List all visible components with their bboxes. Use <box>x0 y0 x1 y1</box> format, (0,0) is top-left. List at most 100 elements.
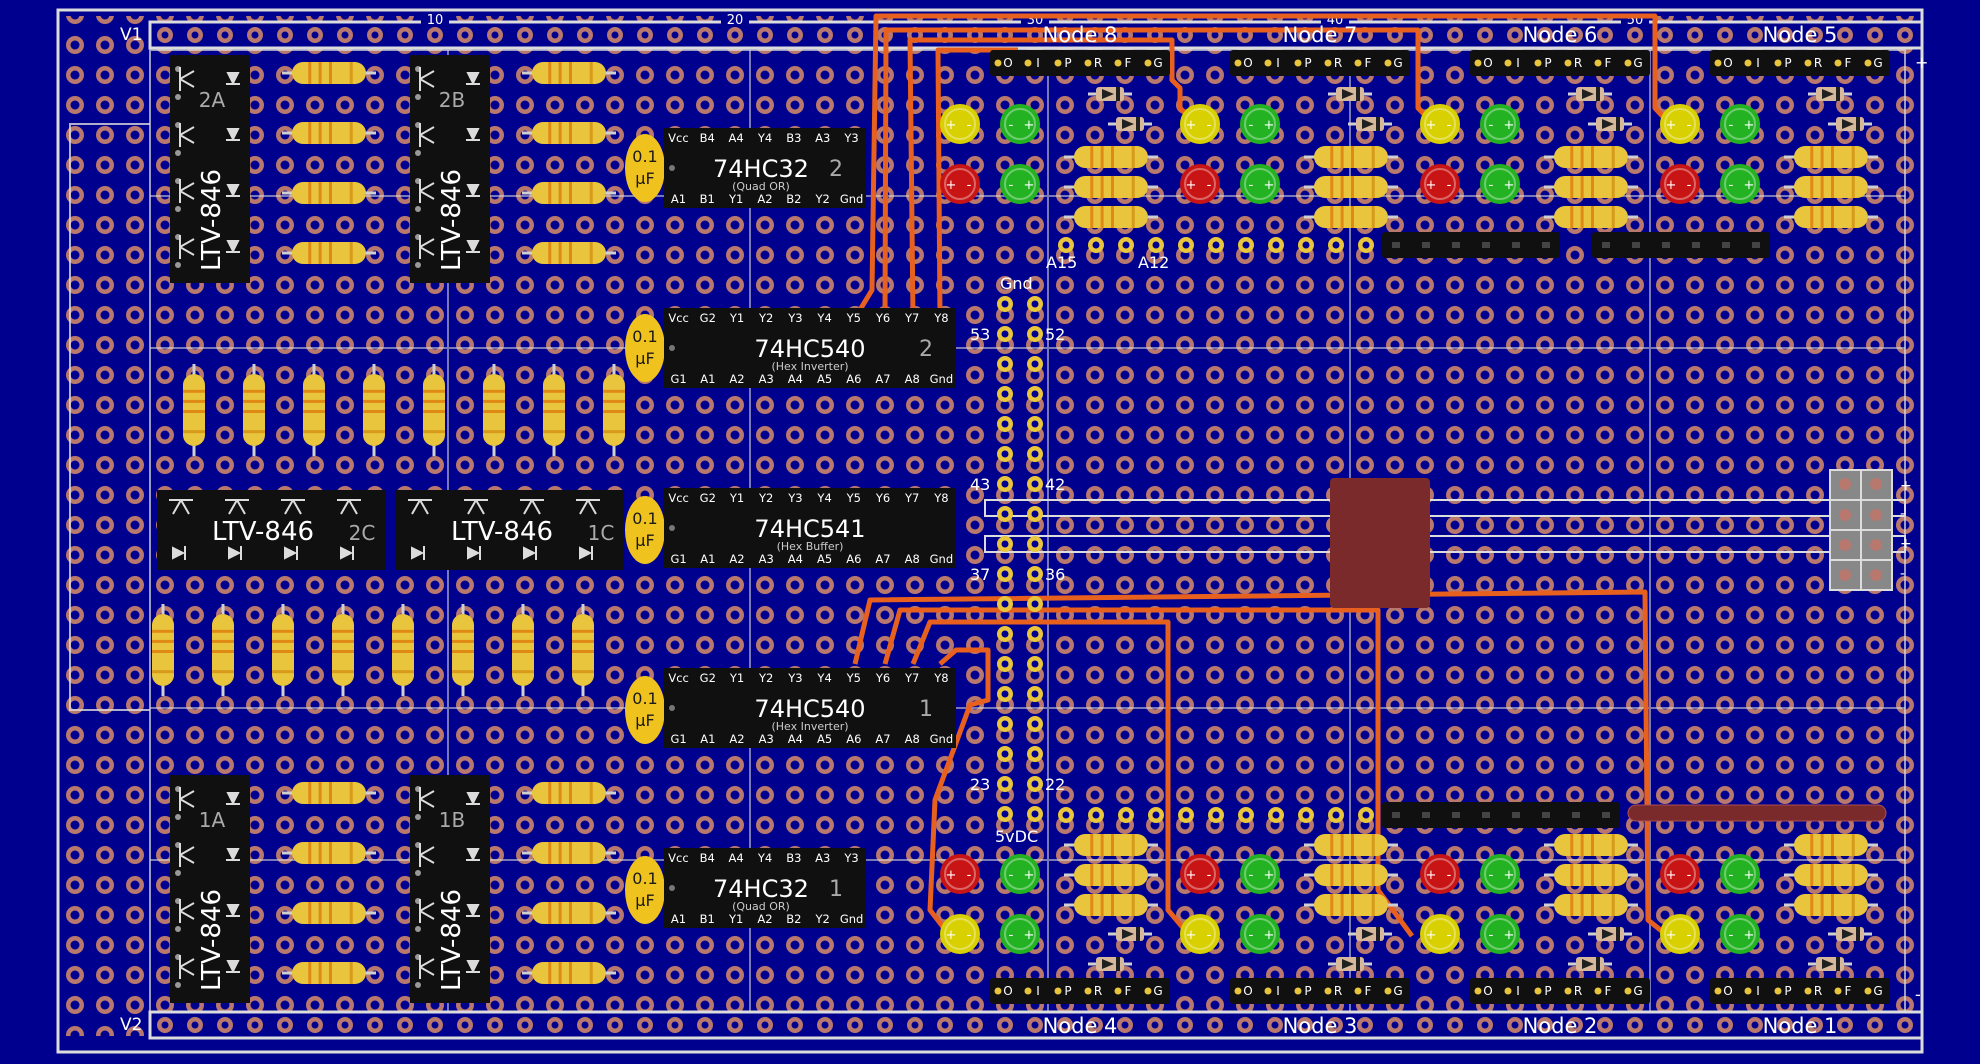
led: -+ <box>1720 164 1760 204</box>
svg-text:-: - <box>967 178 972 193</box>
chip-desc: (Hex Buffer) <box>777 540 844 553</box>
header-pin-label: F <box>1125 56 1132 70</box>
chip-pin-label: Y2 <box>758 311 773 325</box>
chip-pin-label: A7 <box>875 372 890 386</box>
chip-desc: (Quad OR) <box>732 900 790 913</box>
svg-text:+: + <box>1744 868 1755 883</box>
svg-text:-: - <box>1687 868 1692 883</box>
svg-text:+: + <box>1186 178 1197 193</box>
svg-text:+: + <box>1666 118 1677 133</box>
header-pin-label: P <box>1304 56 1311 70</box>
label-52: 52 <box>1045 325 1065 344</box>
header-pin-label: I <box>1756 984 1760 998</box>
svg-text:+: + <box>1900 536 1912 552</box>
chip-number: 1 <box>919 697 933 722</box>
chip-pin-label: A1 <box>700 372 715 386</box>
chip-pin-label: A6 <box>846 552 861 566</box>
chip-pin-label: Y2 <box>815 192 830 206</box>
chip-pin-label: Y7 <box>904 311 919 325</box>
svg-text:+: + <box>1900 478 1912 494</box>
svg-text:-: - <box>1009 118 1014 133</box>
rail-plus-sign: + <box>1915 53 1928 72</box>
resistor <box>212 604 234 696</box>
chip-pin-label: A5 <box>817 372 832 386</box>
rail-label-v2: V2 <box>120 1015 142 1035</box>
svg-text:-: - <box>1249 928 1254 943</box>
chip-pin-label: Vcc <box>668 671 689 685</box>
header-pin-label: G <box>1153 984 1162 998</box>
chip-pin-label: Y5 <box>846 491 861 505</box>
led: +- <box>940 854 980 894</box>
label-37: 37 <box>970 565 990 584</box>
resistor <box>1784 864 1878 886</box>
resistor <box>1544 894 1638 916</box>
resistor <box>522 122 616 144</box>
diode <box>1348 117 1392 131</box>
header-pin-label: F <box>1365 56 1372 70</box>
led: -+ <box>1720 854 1760 894</box>
opto-part-label: LTV-846 <box>197 889 227 991</box>
chip-pin-label: B3 <box>786 851 801 865</box>
opto-tag: 1A <box>199 808 226 832</box>
diode <box>1328 957 1372 971</box>
chip-name: 74HC540 <box>754 695 865 723</box>
resistor <box>1064 894 1158 916</box>
node-label-bottom: Node 1 <box>1763 1014 1838 1038</box>
chip-pin-label: Y3 <box>843 131 858 145</box>
node-label-bottom: Node 3 <box>1283 1014 1358 1038</box>
header-pin-label: F <box>1605 56 1612 70</box>
resistor <box>1544 864 1638 886</box>
header-pin-label: O <box>1723 984 1732 998</box>
label-53: 53 <box>970 325 990 344</box>
chip-pin-label: Y8 <box>933 671 948 685</box>
chip-pin-label: A2 <box>729 732 744 746</box>
opto-part-label: LTV-846 <box>437 169 467 271</box>
chip-pin-label: Y3 <box>787 491 802 505</box>
led: +- <box>1420 914 1460 954</box>
regulator-block <box>1330 478 1430 608</box>
chip-pin-label: Y2 <box>758 671 773 685</box>
diode <box>1108 117 1152 131</box>
svg-text:-: - <box>1687 928 1692 943</box>
header-pin-label: O <box>1243 984 1252 998</box>
chip-pin-label: A5 <box>817 552 832 566</box>
svg-text:-: - <box>967 118 972 133</box>
svg-text:+: + <box>1426 868 1437 883</box>
chip-pin-label: Gnd <box>930 552 954 566</box>
rail-pads <box>157 27 1913 1033</box>
chip-pin-label: Y2 <box>815 912 830 926</box>
svg-text:µF: µF <box>635 891 654 910</box>
svg-text:+: + <box>1426 928 1437 943</box>
resistor <box>1544 206 1638 228</box>
chip-pin-label: Y1 <box>729 491 744 505</box>
svg-text:-: - <box>1687 118 1692 133</box>
resistor <box>512 604 534 696</box>
led: -+ <box>1240 854 1280 894</box>
svg-text:+: + <box>1264 178 1275 193</box>
node-label-bottom: Node 4 <box>1043 1014 1118 1038</box>
svg-text:-: - <box>1009 868 1014 883</box>
chip-pin-label: A8 <box>905 372 920 386</box>
svg-text:-: - <box>1900 566 1905 582</box>
svg-text:-: - <box>1249 118 1254 133</box>
svg-text:0.1: 0.1 <box>632 509 657 528</box>
chip-pin-label: Y5 <box>846 671 861 685</box>
resistor <box>603 364 625 456</box>
svg-text:+: + <box>1264 928 1275 943</box>
svg-text:+: + <box>1666 868 1677 883</box>
resistor <box>543 364 565 456</box>
chip-pin-label: Y3 <box>787 671 802 685</box>
svg-text:+: + <box>1024 868 1035 883</box>
diode <box>1588 927 1632 941</box>
header-pin-label: I <box>1516 984 1520 998</box>
chip-pin-label: B4 <box>700 851 715 865</box>
chip-pin-label: Y7 <box>904 491 919 505</box>
led: -+ <box>1000 164 1040 204</box>
led: +- <box>1420 104 1460 144</box>
header-pin-label: O <box>1003 56 1012 70</box>
